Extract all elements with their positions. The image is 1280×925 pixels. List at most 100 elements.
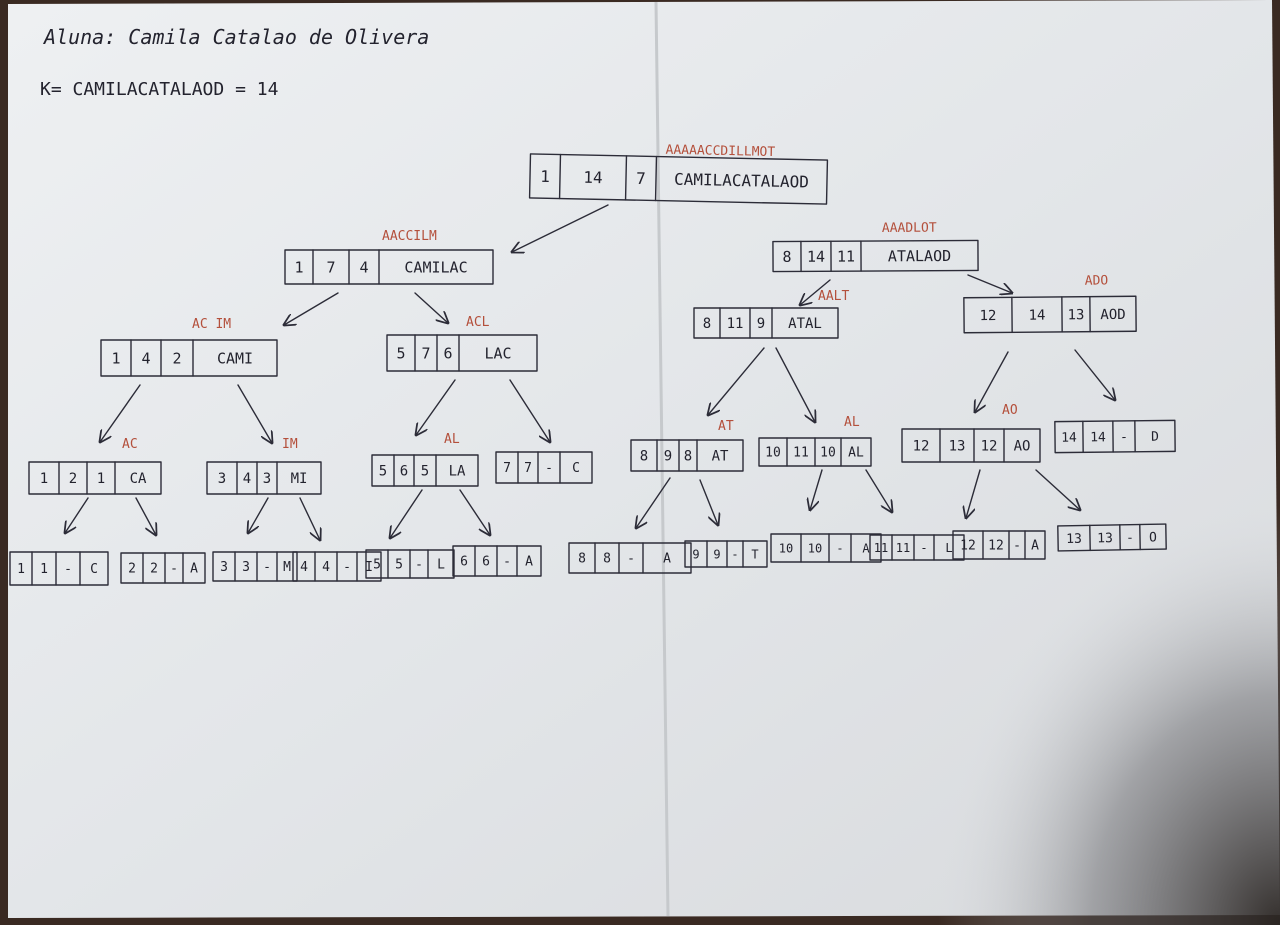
edge-at-a	[636, 477, 671, 528]
cell-text: A	[663, 552, 671, 567]
cell-end: 2	[150, 562, 158, 577]
sorted-label: AAADLOT	[882, 221, 937, 236]
cell-end: 6	[400, 464, 408, 480]
cell-mid: -	[503, 555, 511, 570]
node-box	[1057, 523, 1167, 552]
node-box	[100, 339, 278, 377]
student-name: Aluna: Camila Catalao de Olivera	[42, 25, 429, 49]
node-box	[901, 428, 1041, 463]
cell-end: 6	[482, 555, 490, 570]
node-box	[952, 530, 1046, 560]
cell-end: 4	[322, 560, 330, 575]
cell-mid: -	[1126, 531, 1134, 546]
cell-mid: 1	[97, 471, 105, 487]
cell-text: AL	[848, 446, 864, 461]
cell-start: 9	[692, 547, 699, 561]
cell-end: 13	[1097, 531, 1113, 546]
cell-mid: -	[343, 560, 351, 575]
cell-mid: 7	[636, 169, 646, 188]
cell-divider	[654, 155, 658, 202]
cell-end: 11	[793, 446, 809, 461]
edge-al-l	[865, 469, 892, 512]
cell-text: D	[1151, 430, 1159, 445]
cell-end: 7	[524, 461, 532, 476]
node-box	[9, 551, 109, 586]
edge-mi-m	[248, 497, 269, 533]
edge-b-ca	[100, 384, 141, 442]
edge-c-c	[509, 379, 550, 442]
cell-start: 8	[703, 316, 711, 332]
edge-al-a	[810, 469, 823, 510]
cell-text: M	[283, 560, 291, 575]
cell-text: ATALAOD	[888, 247, 951, 265]
cell-start: 12	[980, 308, 997, 324]
cell-start: 13	[1066, 532, 1082, 547]
cell-mid: -	[64, 562, 72, 577]
cell-end: 7	[326, 258, 335, 276]
cell-text: I	[365, 560, 373, 575]
cell-end: 8	[603, 552, 611, 567]
cell-end: 1	[40, 562, 48, 577]
cell-end: 2	[69, 471, 77, 487]
sorted-label: IM	[282, 437, 298, 452]
node-box	[772, 239, 979, 273]
edge-root-left	[512, 204, 609, 252]
edge-at-t	[699, 479, 718, 525]
node-box	[386, 334, 538, 372]
edge-n8-n12	[967, 274, 1012, 293]
node-box	[284, 249, 494, 285]
node-box	[1054, 419, 1176, 454]
cell-text: MI	[291, 471, 308, 487]
cell-start: 7	[503, 461, 511, 476]
cell-start: 5	[373, 558, 381, 573]
edge-n8b-at	[708, 347, 765, 415]
edge-ca-a	[135, 497, 156, 535]
cell-mid: -	[1013, 539, 1021, 554]
cell-mid: -	[170, 562, 178, 577]
cell-mid: -	[920, 541, 927, 555]
node-box	[963, 295, 1137, 334]
cell-start: 12	[960, 539, 976, 554]
edge-n12-d	[1074, 349, 1115, 400]
cell-text: C	[572, 461, 580, 476]
paper-fold	[654, 1, 670, 917]
node-box	[770, 533, 882, 563]
cell-text: AO	[1014, 439, 1031, 455]
edge-b-mi	[237, 384, 272, 443]
cell-start: 1	[294, 258, 303, 276]
cell-start: 12	[913, 439, 930, 455]
cell-text: C	[90, 562, 98, 577]
cell-start: 4	[300, 560, 308, 575]
tree-node-n-12-14-13: 12 14 13 AOD ADO	[963, 273, 1137, 334]
cell-mid: 9	[757, 316, 765, 332]
cell-end: 14	[1029, 308, 1046, 324]
sorted-label: ADO	[1085, 273, 1109, 288]
cell-text: T	[751, 547, 758, 561]
node-box	[28, 461, 162, 495]
cell-end: 14	[1090, 430, 1106, 445]
cell-mid: 13	[1068, 307, 1085, 323]
cell-mid: 10	[820, 446, 836, 461]
node-box	[869, 534, 965, 561]
cell-text: A	[525, 555, 533, 570]
cell-text: AOD	[1100, 307, 1125, 323]
cell-mid: 2	[172, 349, 181, 367]
cell-end: 9	[713, 547, 720, 561]
edge-a-b	[284, 292, 339, 325]
cell-end: 4	[141, 349, 150, 367]
cell-text: ATAL	[788, 316, 822, 332]
